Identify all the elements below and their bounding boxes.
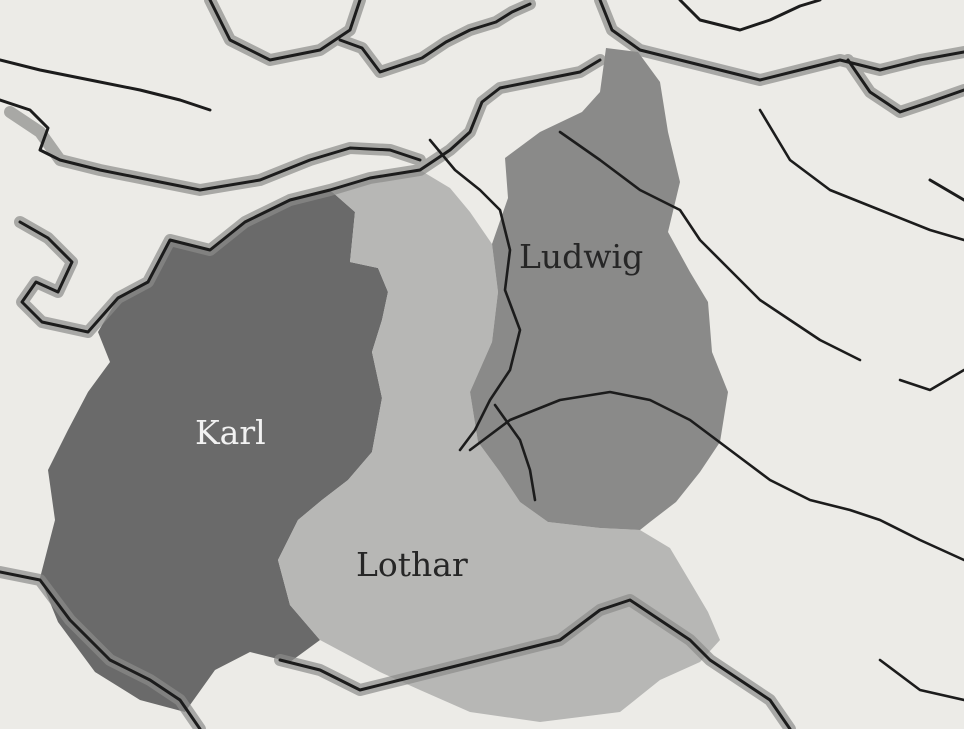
river-elbe	[558, 130, 862, 362]
label-lothar: Lothar	[356, 545, 468, 584]
label-ludwig: Ludwig	[519, 237, 643, 276]
region-lothar	[278, 170, 720, 722]
river-main	[493, 403, 537, 502]
river-rhine	[428, 138, 522, 452]
paper-bleed-through: ⠀	[430, 0, 456, 39]
label-karl: Karl	[195, 413, 266, 452]
svg-text:⠀: ⠀	[430, 0, 456, 39]
region-ludwig	[470, 48, 728, 530]
river-danube	[468, 390, 964, 562]
rivers	[428, 108, 964, 702]
region-karl	[40, 190, 388, 712]
